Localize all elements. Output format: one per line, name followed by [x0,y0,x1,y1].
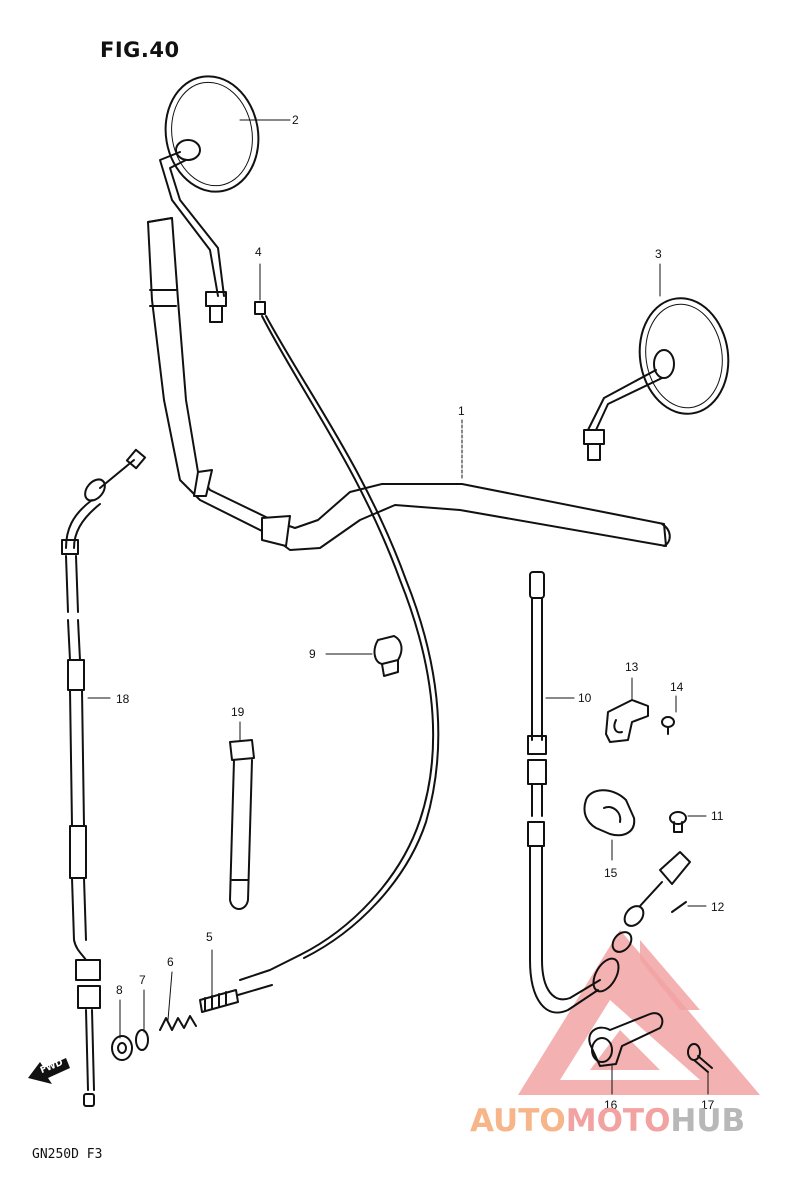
nut [111,1035,133,1061]
callout-11: 11 [711,809,724,823]
right-mirror [583,297,730,461]
callout-7: 7 [139,973,146,987]
watermark-part-moto: MOTO [565,1103,671,1139]
clutch-cable [527,571,620,1014]
callout-12: 12 [711,900,725,914]
clutch-lever-holder [588,1012,664,1067]
callout-1: 1 [458,404,465,418]
callout-14: 14 [670,680,684,694]
leader-lines [87,119,709,1095]
washer [135,1029,149,1051]
callout-6: 6 [167,955,174,969]
watermark-part-auto: AUTO [470,1103,566,1139]
spring [159,1015,197,1031]
callout-10: 10 [578,691,592,705]
switch-cover [583,789,636,837]
callout-19: 19 [231,705,245,719]
callout-5: 5 [206,930,213,944]
bracket [605,699,649,743]
callout-8: 8 [116,983,123,997]
clutch-switch [611,851,691,953]
callout-15: 15 [604,866,618,880]
bolt-17 [687,1043,713,1073]
throttle-cable [239,301,440,981]
screw-14 [661,716,675,735]
watermark-part-hub: HUB [670,1103,746,1139]
callout-2: 2 [292,113,299,127]
screw-11 [669,811,687,833]
pin-12 [671,901,687,913]
callout-17: 17 [701,1098,715,1112]
callout-13: 13 [625,660,639,674]
callout-9: 9 [309,647,316,661]
choke-cable [61,448,147,1107]
left-mirror [159,75,260,323]
forward-arrow-icon [28,1058,70,1084]
handlebar [147,217,671,551]
callout-4: 4 [255,245,262,259]
callout-18: 18 [116,692,130,706]
cable-adjuster [199,984,273,1013]
throttle-grip [229,739,255,910]
callout-3: 3 [655,247,662,261]
callout-16: 16 [604,1098,618,1112]
watermark-text: AUTOMOTOHUB [470,1103,745,1139]
cable-clamp [373,635,403,677]
model-code: GN250D F3 [32,1147,103,1162]
figure-title: FIG.40 [100,38,180,62]
